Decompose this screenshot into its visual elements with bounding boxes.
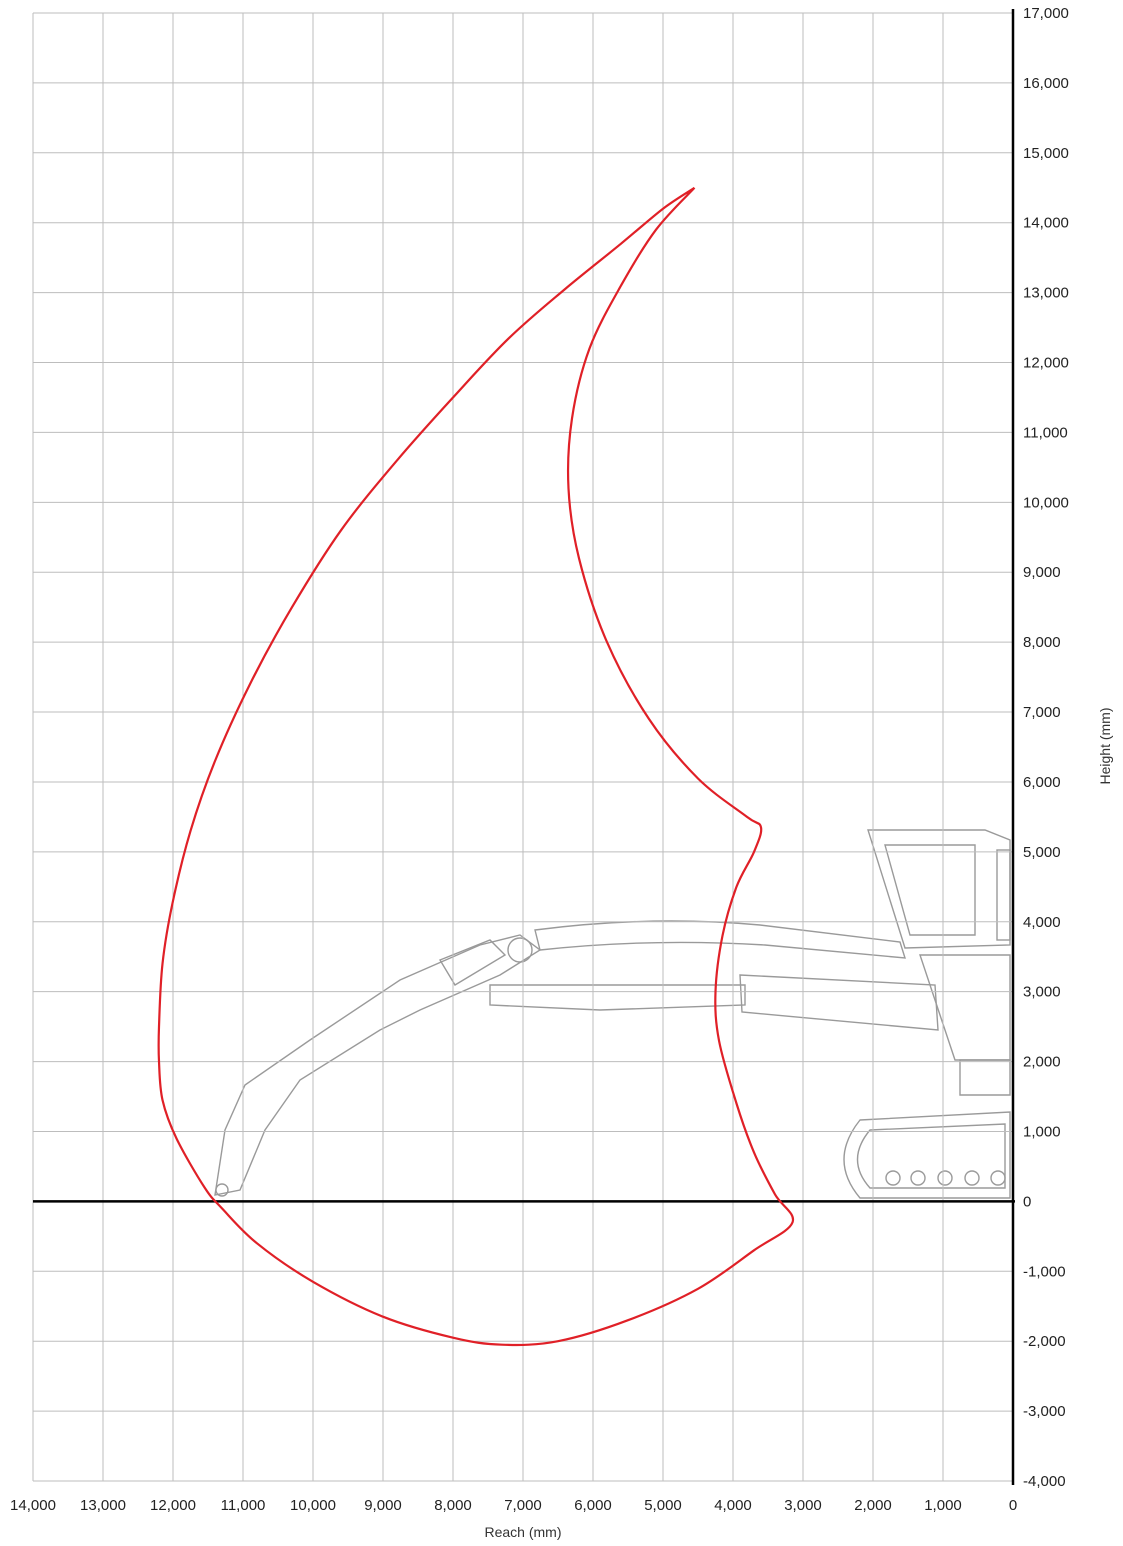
y-tick-label: 12,000 xyxy=(1023,355,1069,372)
y-tick-label: 15,000 xyxy=(1023,145,1069,162)
y-tick-label: -3,000 xyxy=(1023,1403,1066,1420)
x-tick-label: 0 xyxy=(1009,1497,1017,1514)
series-layer xyxy=(157,186,795,1347)
swing-base-shape xyxy=(959,1059,1011,1096)
axes xyxy=(33,9,1015,1485)
y-tick-label: -4,000 xyxy=(1023,1473,1066,1490)
y-tick-label: 5,000 xyxy=(1023,844,1061,861)
x-tick-label: 2,000 xyxy=(854,1497,892,1514)
y-tick-label: 2,000 xyxy=(1023,1054,1061,1071)
y-tick-label: 8,000 xyxy=(1023,634,1061,651)
x-tick-label: 7,000 xyxy=(504,1497,542,1514)
boom-shape xyxy=(534,920,906,959)
y-tick-label: 13,000 xyxy=(1023,285,1069,302)
x-tick-label: 4,000 xyxy=(714,1497,752,1514)
x-axis-title: Reach (mm) xyxy=(484,1524,561,1540)
stick-shape xyxy=(214,934,542,1196)
y-tick-label: 17,000 xyxy=(1023,5,1069,22)
track-roller-shape xyxy=(910,1170,926,1186)
x-tick-label: 6,000 xyxy=(574,1497,612,1514)
y-tick-label: 10,000 xyxy=(1023,494,1069,511)
y-tick-label: 11,000 xyxy=(1023,424,1068,441)
boom-pivot-shape xyxy=(507,937,533,963)
track-roller-shape xyxy=(937,1170,953,1186)
y-tick-label: -2,000 xyxy=(1023,1333,1066,1350)
y-tick-label: 4,000 xyxy=(1023,914,1061,931)
x-tick-label: 14,000 xyxy=(10,1497,56,1514)
series-line-0 xyxy=(157,186,795,1347)
x-tick-label: 8,000 xyxy=(434,1497,472,1514)
x-tick-label: 1,000 xyxy=(924,1497,962,1514)
boom-lower-shape xyxy=(739,974,939,1031)
track-roller-shape xyxy=(990,1170,1006,1186)
track-roller-shape xyxy=(964,1170,980,1186)
x-tick-labels: 14,000 13,000 12,000 11,000 10,000 9,000 8,000… xyxy=(10,1497,1017,1514)
y-tick-label: 1,000 xyxy=(1023,1123,1061,1140)
y-tick-label: 0 xyxy=(1023,1193,1031,1210)
linkage-plate-shape xyxy=(438,939,507,986)
cab-grille-shape xyxy=(996,849,1011,941)
y-tick-label: 3,000 xyxy=(1023,984,1061,1001)
x-tick-label: 11,000 xyxy=(221,1497,266,1514)
attachment-pin-shape xyxy=(215,1183,229,1197)
y-tick-label: 7,000 xyxy=(1023,704,1061,721)
x-tick-label: 3,000 xyxy=(784,1497,822,1514)
y-tick-label: 14,000 xyxy=(1023,215,1069,232)
boom-cylinder-shape xyxy=(489,984,746,1011)
cab-window-shape xyxy=(884,844,976,936)
x-tick-label: 10,000 xyxy=(290,1497,336,1514)
x-tick-label: 5,000 xyxy=(644,1497,682,1514)
x-tick-label: 12,000 xyxy=(150,1497,196,1514)
x-tick-label: 9,000 xyxy=(364,1497,402,1514)
y-axis-title: Height (mm) xyxy=(1097,707,1113,784)
y-tick-label: 6,000 xyxy=(1023,774,1061,791)
track-inner-shape xyxy=(856,1123,1006,1189)
grid xyxy=(32,12,1014,1482)
y-tick-label: 9,000 xyxy=(1023,564,1061,581)
y-tick-labels: 17,000 16,000 15,000 14,000 13,000 12,000 11,0… xyxy=(1023,5,1069,1490)
y-tick-label: -1,000 xyxy=(1023,1263,1066,1280)
y-tick-label: 16,000 xyxy=(1023,75,1069,92)
x-tick-label: 13,000 xyxy=(80,1497,126,1514)
track-roller-shape xyxy=(885,1170,901,1186)
